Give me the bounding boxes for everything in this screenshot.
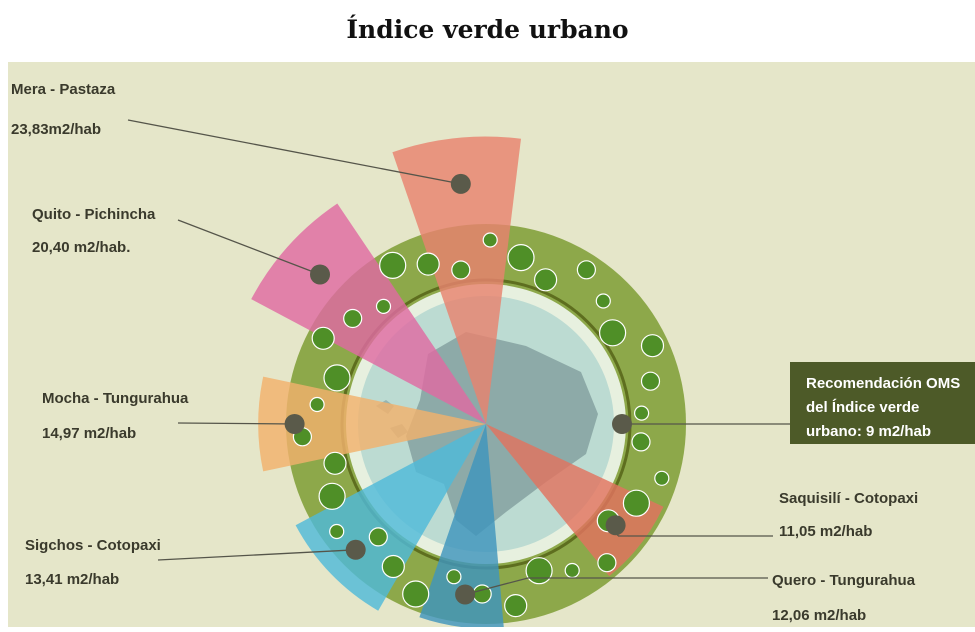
sector-label-quero-value: 12,06 m2/hab <box>772 607 866 624</box>
tree-canopy <box>311 326 335 350</box>
sector-wedge <box>251 203 486 424</box>
tree-canopy <box>416 252 440 276</box>
sector-wedge <box>486 424 664 577</box>
tree-canopy <box>482 232 498 248</box>
oms-line-2: del Índice verde <box>806 399 919 416</box>
labels: Mera - Pastaza 23,83m2/hab Quito - Pichi… <box>11 81 918 624</box>
tree-canopy <box>564 562 580 579</box>
radial-chart: Mera - Pastaza 23,83m2/hab Quito - Pichi… <box>8 62 975 629</box>
tree-canopy <box>309 396 325 413</box>
chart-title: Índice verde urbano <box>346 15 629 44</box>
sector-label-sigchos-name: Sigchos - Cotopaxi <box>25 537 161 554</box>
sector-marker-dot <box>605 515 626 536</box>
tree-canopy <box>640 371 661 391</box>
leader-line <box>177 219 321 276</box>
sector-wedge <box>295 424 486 611</box>
tree-canopy <box>622 489 651 517</box>
sector-label-saquisili-name: Saquisilí - Cotopaxi <box>779 490 918 507</box>
tree-canopy <box>451 260 471 280</box>
sector-marker-dot <box>284 414 305 434</box>
sector-label-sigchos-value: 13,41 m2/hab <box>25 571 119 588</box>
tree-canopy <box>329 523 345 540</box>
oms-marker-dot <box>612 414 632 434</box>
sector-marker-dot <box>450 173 471 194</box>
tree-canopy <box>576 260 597 280</box>
tree-canopy <box>533 268 558 292</box>
tree-canopy <box>375 298 392 314</box>
tree-canopy <box>381 554 405 579</box>
oms-line-1: Recomendación OMS <box>806 375 960 392</box>
leader-line <box>464 577 529 596</box>
sectors <box>251 136 664 629</box>
leader-line <box>177 422 295 425</box>
tree-canopy <box>598 319 627 347</box>
sector-wedge <box>419 424 504 629</box>
tree-canopy <box>654 470 670 486</box>
tree-canopy <box>379 251 407 279</box>
tree-canopy <box>597 553 617 573</box>
tree-canopy <box>323 451 347 475</box>
leader-line <box>127 119 461 185</box>
sector-label-mera-name: Mera - Pastaza <box>11 81 116 98</box>
tree-canopy <box>446 569 462 585</box>
tree-canopy <box>323 364 351 392</box>
tree-canopy <box>504 593 528 618</box>
sector-label-mocha-value: 14,97 m2/hab <box>42 425 136 442</box>
tree-canopy <box>631 432 651 452</box>
tree-canopy <box>368 527 388 547</box>
sector-wedge <box>392 136 521 424</box>
oms-box <box>790 362 975 444</box>
chart-panel: Mera - Pastaza 23,83m2/hab Quito - Pichi… <box>8 62 975 629</box>
tree-canopy <box>507 244 535 272</box>
tree-canopy <box>402 580 430 608</box>
tree-canopy <box>640 334 665 358</box>
sector-label-saquisili-value: 11,05 m2/hab <box>779 523 872 540</box>
sector-label-mera-value: 23,83m2/hab <box>11 121 101 138</box>
leader-line <box>157 549 356 561</box>
sector-label-mocha-name: Mocha - Tungurahua <box>42 390 189 407</box>
sector-label-quito-name: Quito - Pichincha <box>32 206 156 223</box>
trees <box>292 232 670 618</box>
tree-canopy <box>343 308 363 329</box>
leader-lines <box>127 119 790 605</box>
sector-marker-dot <box>455 584 476 605</box>
sector-marker-dot <box>345 539 366 560</box>
oms-line-3: urbano: 9 m2/hab <box>806 423 931 440</box>
tree-canopy <box>633 405 650 421</box>
tree-canopy <box>595 293 611 309</box>
tree-canopy <box>318 482 346 510</box>
sector-marker-dot <box>310 264 330 285</box>
tree-canopy <box>525 557 553 585</box>
sector-label-quito-value: 20,40 m2/hab. <box>32 239 130 256</box>
oms-reference-box: Recomendación OMS del Índice verde urban… <box>790 362 975 444</box>
sector-label-quero-name: Quero - Tungurahua <box>772 572 916 589</box>
